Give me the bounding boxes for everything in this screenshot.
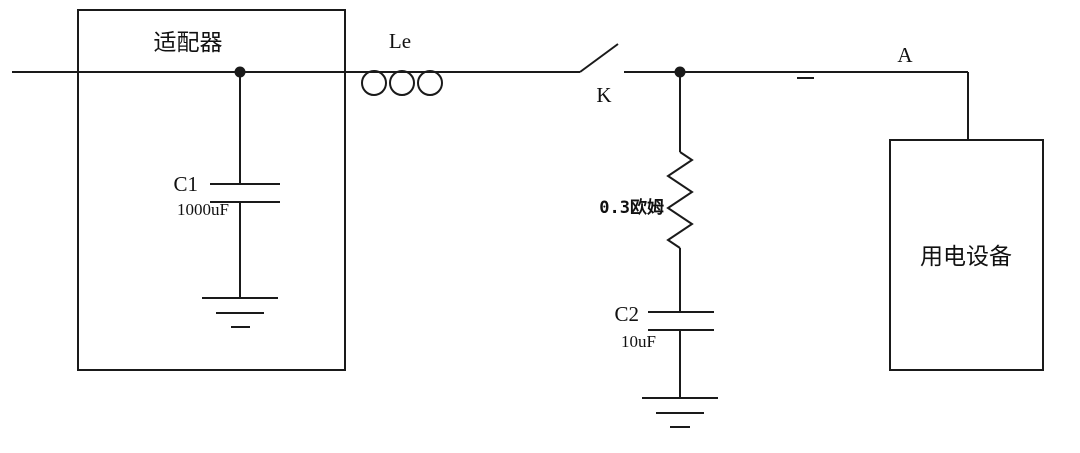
adapter-label: 适配器 [154,30,223,55]
load-box [889,139,1044,371]
adapter-box [77,9,346,371]
switch-label: K [596,83,611,107]
resistor-value: 0.3欧姆 [599,197,664,218]
ground-symbol-c2 [642,397,718,428]
c1-label: C1 [173,172,198,196]
resistor-zigzag [666,151,694,249]
ground-symbol-c1 [202,297,278,328]
inductor-label: Le [389,29,411,53]
switch-blade [579,43,619,73]
c2-label: C2 [614,302,639,326]
coil-loop-2 [389,70,415,96]
c1-value: 1000uF [177,200,229,219]
load-label: 用电设备 [920,244,1012,269]
c2-value: 10uF [621,332,656,351]
coil-loop-3 [417,70,443,96]
coil-loop-1 [361,70,387,96]
inductor-coil [361,70,443,96]
node-a-label: A [897,43,913,67]
